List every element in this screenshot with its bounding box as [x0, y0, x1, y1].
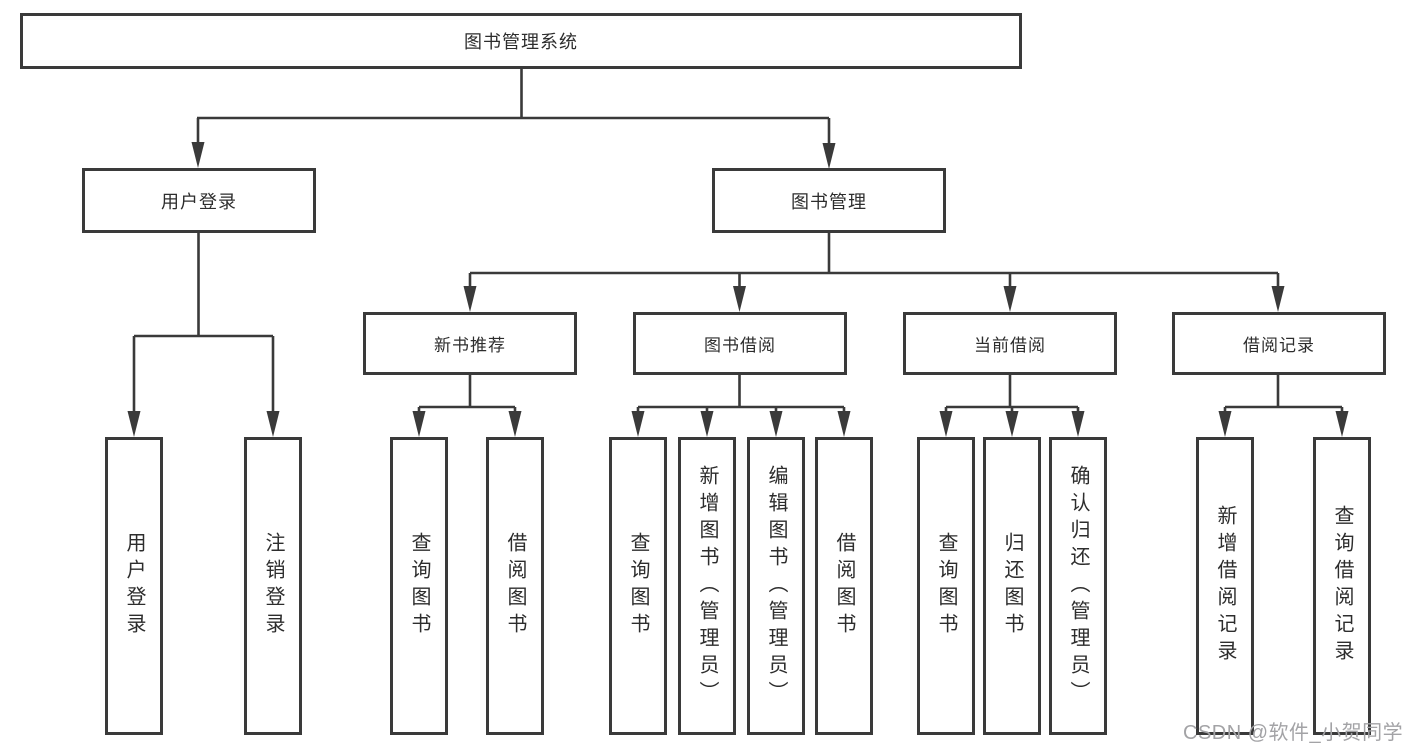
- connector-root-to-level2: [191, 69, 836, 169]
- connector-user-login-children: [127, 233, 280, 437]
- leaf-return-books: 归还图书: [983, 437, 1041, 735]
- node-book-borrow: 图书借阅: [633, 312, 847, 375]
- leaf-add-books-admin: 新增图书（管理员）: [678, 437, 736, 735]
- csdn-watermark: CSDN @软件_小贺同学: [1183, 722, 1404, 744]
- node-current-borrow: 当前借阅: [903, 312, 1117, 375]
- leaf-logout: 注销登录: [244, 437, 302, 735]
- node-label: 用户登录: [161, 191, 237, 212]
- leaf-borrow-books: 借阅图书: [815, 437, 873, 735]
- node-label: 图书管理: [791, 191, 867, 212]
- node-label: 当前借阅: [974, 336, 1046, 355]
- node-label: 查询图书: [408, 532, 430, 640]
- leaf-borrow-books-recommend: 借阅图书: [486, 437, 544, 735]
- node-label: 查询借阅记录: [1331, 505, 1353, 667]
- connector-borrow-record-children: [1218, 375, 1349, 437]
- node-label: 查询图书: [627, 532, 649, 640]
- node-borrow-records: 借阅记录: [1172, 312, 1386, 375]
- node-new-book-recommend: 新书推荐: [363, 312, 577, 375]
- connector-book-borrow-children: [631, 375, 851, 437]
- node-book-management: 图书管理: [712, 168, 946, 233]
- node-label: 借阅图书: [833, 532, 855, 640]
- leaf-edit-books-admin: 编辑图书（管理员）: [747, 437, 805, 735]
- node-label: 查询图书: [935, 532, 957, 640]
- connector-current-borrow-children: [939, 375, 1085, 437]
- connector-book-mgmt-to-level3: [463, 233, 1285, 312]
- leaf-add-borrow-record: 新增借阅记录: [1196, 437, 1254, 735]
- node-label: 确认归还（管理员）: [1067, 464, 1089, 708]
- node-label: 图书管理系统: [464, 32, 578, 52]
- leaf-confirm-return-admin: 确认归还（管理员）: [1049, 437, 1107, 735]
- node-label: 新增借阅记录: [1214, 505, 1236, 667]
- node-user-login: 用户登录: [82, 168, 316, 233]
- node-label: 归还图书: [1001, 532, 1023, 640]
- leaf-query-borrow-record: 查询借阅记录: [1313, 437, 1371, 735]
- connector-new-book-children: [412, 375, 522, 437]
- node-label: 编辑图书（管理员）: [765, 464, 787, 708]
- leaf-query-books-borrow: 查询图书: [609, 437, 667, 735]
- leaf-user-login: 用户登录: [105, 437, 163, 735]
- node-label: 新书推荐: [434, 336, 506, 355]
- node-label: 用户登录: [123, 532, 145, 640]
- node-label: 注销登录: [262, 532, 284, 640]
- node-label: 借阅图书: [504, 532, 526, 640]
- leaf-query-books-recommend: 查询图书: [390, 437, 448, 735]
- node-label: 借阅记录: [1243, 336, 1315, 355]
- leaf-query-books-current: 查询图书: [917, 437, 975, 735]
- node-system-root: 图书管理系统: [20, 13, 1022, 69]
- node-label: 新增图书（管理员）: [696, 464, 718, 708]
- node-label: 图书借阅: [704, 336, 776, 355]
